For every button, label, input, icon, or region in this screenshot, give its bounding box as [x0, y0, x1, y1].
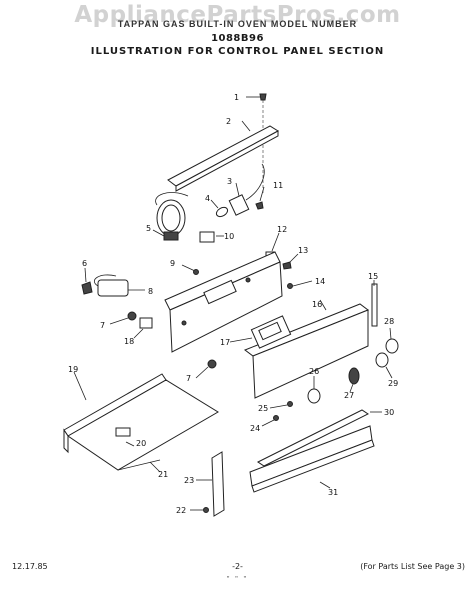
part-14-screw: [287, 280, 313, 289]
part-18-bracket: [133, 317, 153, 339]
part-10-clip: [199, 231, 224, 243]
part-20-screw: [115, 427, 135, 447]
part-3-thermostat: [228, 163, 265, 216]
label-part-7: 7: [100, 321, 105, 330]
label-part-28: 28: [384, 317, 394, 326]
label-part-25: 25: [258, 404, 268, 413]
part-27-knob: [348, 367, 360, 393]
label-part-8: 8: [148, 287, 153, 296]
part-19-tray: [63, 371, 219, 471]
footer-parts-list-note: (For Parts List See Page 3): [360, 562, 465, 571]
part-4-insulator: [210, 199, 229, 218]
part-6-valve-knob: [81, 267, 93, 295]
label-part-9: 9: [170, 259, 175, 268]
header-model-line: TAPPAN GAS BUILT-IN OVEN MODEL NUMBER: [117, 19, 358, 29]
label-part-26: 26: [309, 367, 319, 376]
label-part-12: 12: [277, 225, 287, 234]
label-part-21: 21: [158, 470, 168, 479]
part-25-screw: [269, 401, 293, 409]
label-part-18: 18: [124, 337, 134, 346]
label-part-13: 13: [298, 246, 308, 255]
label-part-3: 3: [227, 177, 232, 186]
label-part-1: 1: [234, 93, 239, 102]
part-28-knob: [385, 327, 399, 354]
label-part-23: 23: [184, 476, 194, 485]
header-model-number: 1088B96: [211, 33, 264, 44]
header-illustration-title: ILLUSTRATION FOR CONTROL PANEL SECTION: [90, 46, 385, 57]
part-15-rod: [371, 280, 378, 327]
label-part-19: 19: [68, 365, 78, 374]
part-24-screw: [261, 415, 279, 427]
part-16-front-panel: [243, 299, 370, 399]
label-part-11: 11: [273, 181, 283, 190]
label-part-17: 17: [220, 338, 230, 347]
label-part-16: 16: [312, 300, 322, 309]
label-part-4: 4: [205, 194, 210, 203]
label-part-10: 10: [224, 232, 234, 241]
part-8-valve: [93, 274, 145, 297]
part-29-knob: [375, 352, 393, 379]
part-7-grommet-lower: [195, 359, 217, 379]
part-26-knob: [307, 376, 321, 404]
label-part-31: 31: [328, 488, 338, 497]
label-part-22: 22: [176, 506, 186, 515]
part-2-trim-bar: [167, 120, 279, 192]
part-13-screw: [282, 253, 299, 270]
part-22-screw: [190, 507, 209, 513]
label-part-15: 15: [368, 272, 378, 281]
part-5-coil-assembly: [152, 192, 189, 241]
label-part-20: 20: [136, 439, 146, 448]
part-31-trim: [249, 425, 375, 493]
part-11-screw: [255, 186, 265, 210]
part-1-screw: [246, 93, 267, 195]
label-part-30: 30: [384, 408, 394, 417]
label-part-7-lower: 7: [186, 374, 191, 383]
part-7-grommet-upper: [109, 311, 137, 325]
footer-page-number: -2-: [232, 562, 243, 571]
part-21-tray-panel: [117, 459, 161, 473]
label-part-27: 27: [344, 391, 354, 400]
label-part-14: 14: [315, 277, 325, 286]
label-part-29: 29: [388, 379, 398, 388]
part-9-control-panel: [164, 251, 283, 353]
part-30-trim: [257, 409, 382, 467]
label-part-24: 24: [250, 424, 260, 433]
watermark: AppliancePartsPros.com: [74, 2, 401, 28]
part-23-side-strip: [196, 451, 225, 517]
footer-date: 12.17.85: [12, 562, 48, 571]
label-part-5: 5: [146, 224, 151, 233]
label-part-2: 2: [226, 117, 231, 126]
label-part-6: 6: [82, 259, 87, 268]
part-17-clock: [229, 315, 292, 349]
footer-marks: " " ": [226, 576, 249, 583]
